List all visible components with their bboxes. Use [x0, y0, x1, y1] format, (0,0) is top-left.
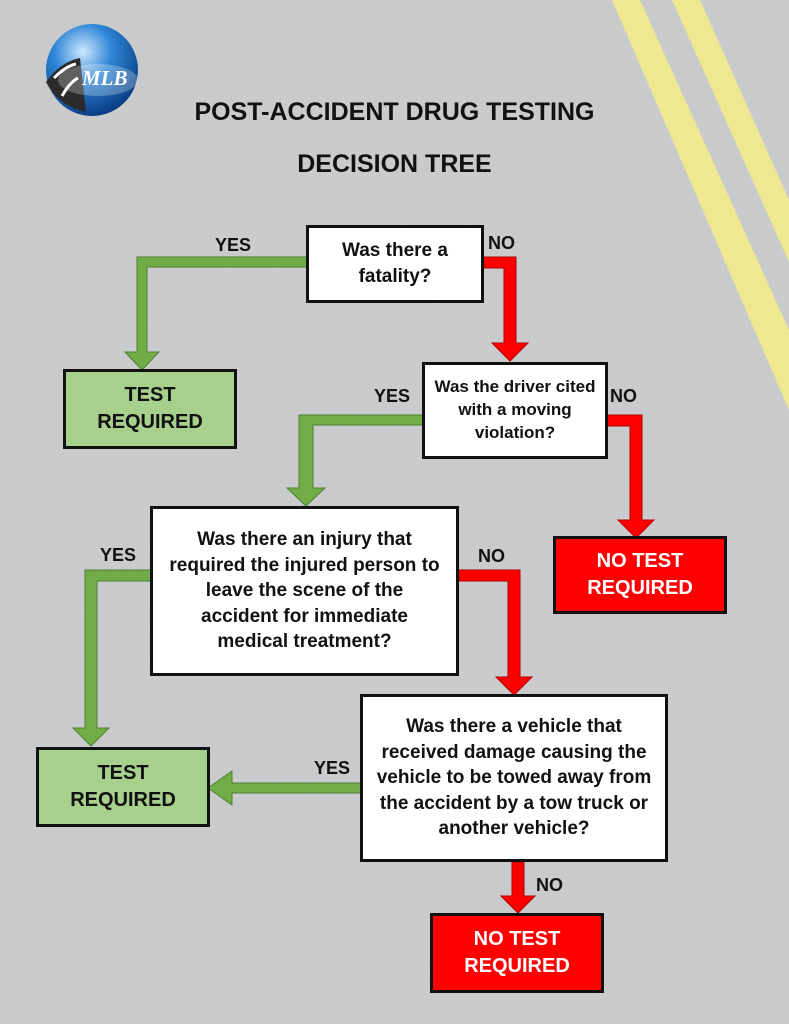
- label-q4-no: NO: [536, 875, 563, 895]
- arrow-q3-no: [458, 569, 534, 696]
- page-title-line2: DECISION TREE: [297, 150, 492, 178]
- outcome-test-required-2-text: TEST REQUIRED: [70, 762, 176, 811]
- question-fatality-text: Was there a fatality?: [342, 240, 448, 287]
- arrow-q1-yes: [123, 256, 309, 371]
- outcome-test-required-2: TEST REQUIRED: [36, 747, 210, 827]
- logo-text: MLB: [82, 66, 128, 90]
- arrow-q4-no: [499, 861, 537, 914]
- arrow-q1-no: [483, 256, 530, 362]
- question-vehicle-towed-text: Was there a vehicle that received damage…: [376, 715, 652, 840]
- question-injury: Was there an injury that required the in…: [150, 506, 459, 676]
- label-q4-yes: YES: [314, 758, 351, 778]
- outcome-no-test-required-2: NO TEST REQUIRED: [430, 913, 604, 993]
- question-vehicle-towed: Was there a vehicle that received damage…: [360, 694, 668, 862]
- label-q2-yes: YES: [374, 386, 411, 406]
- label-q1-no: NO: [488, 233, 515, 253]
- question-injury-text: Was there an injury that required the in…: [169, 528, 440, 653]
- road-line-right: [672, 0, 789, 262]
- outcome-test-required-1-text: TEST REQUIRED: [97, 384, 203, 433]
- question-moving-violation: Was the driver cited with a moving viola…: [422, 362, 608, 459]
- road-line-left: [612, 0, 789, 410]
- outcome-no-test-required-1: NO TEST REQUIRED: [553, 536, 727, 614]
- arrow-q4-yes: [207, 770, 363, 806]
- outcome-no-test-required-2-text: NO TEST REQUIRED: [464, 928, 570, 977]
- question-moving-violation-text: Was the driver cited with a moving viola…: [434, 377, 596, 442]
- arrow-q3-yes: [71, 569, 153, 747]
- outcome-no-test-required-1-text: NO TEST REQUIRED: [587, 550, 693, 599]
- label-q3-no: NO: [478, 546, 505, 566]
- mlb-logo: [46, 24, 138, 116]
- label-q2-no: NO: [610, 386, 637, 406]
- question-fatality: Was there a fatality?: [306, 225, 484, 303]
- arrow-q2-yes: [285, 414, 425, 507]
- label-q3-yes: YES: [100, 545, 137, 565]
- page-title-line1: POST-ACCIDENT DRUG TESTING: [194, 98, 595, 126]
- label-q1-yes: YES: [215, 235, 252, 255]
- outcome-test-required-1: TEST REQUIRED: [63, 369, 237, 449]
- arrow-q2-no: [606, 414, 656, 539]
